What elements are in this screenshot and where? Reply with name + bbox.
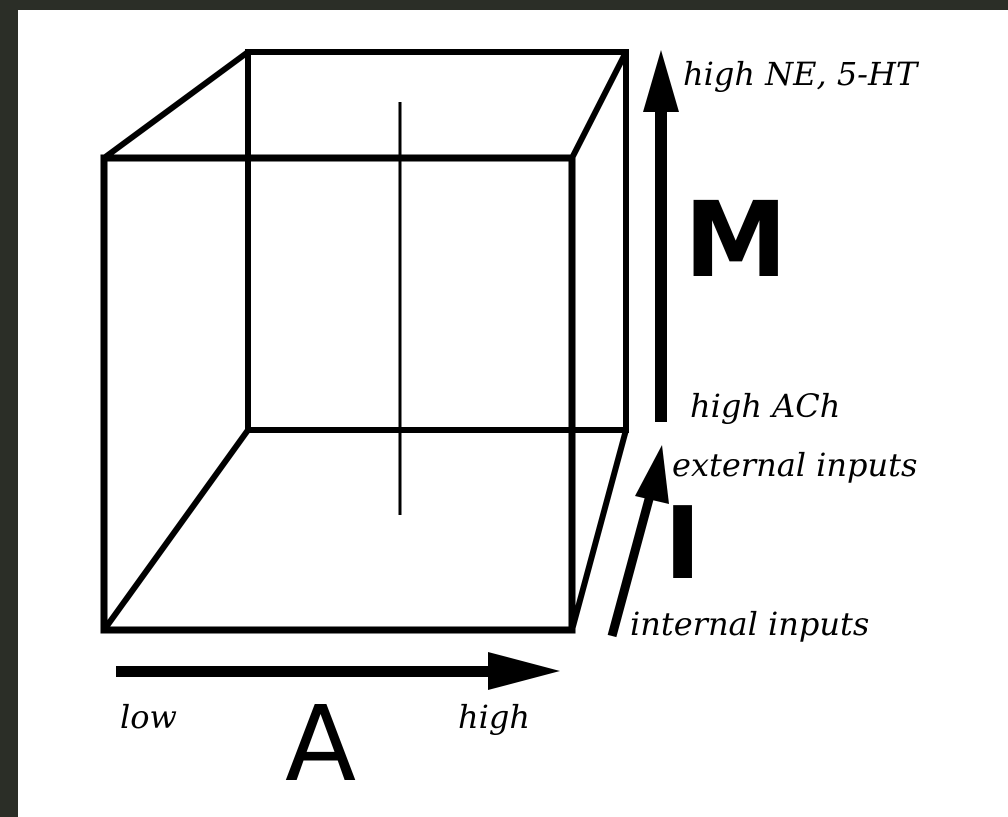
i-axis-label: I	[664, 485, 701, 602]
cube-edge-bottom-right	[569, 429, 629, 631]
m-axis-arrow	[643, 50, 679, 422]
i-axis-arrowhead	[635, 445, 669, 504]
cube-edge-bottom-left	[101, 428, 251, 632]
m-axis-arrowhead	[643, 50, 679, 112]
label-high-ne-5ht: high NE, 5-HT	[683, 55, 920, 93]
a-axis-arrow	[116, 652, 560, 690]
a-axis-arrowhead	[488, 652, 560, 690]
cube-edge-top-right	[569, 50, 629, 160]
label-high-a: high	[458, 698, 530, 736]
label-internal-inputs: internal inputs	[630, 605, 869, 643]
i-axis-shaft	[607, 486, 657, 638]
i-axis-arrow	[607, 445, 669, 638]
a-axis-label: A	[285, 683, 356, 805]
cube-edge-top-left	[102, 49, 250, 161]
cube-front-face	[100, 154, 576, 634]
m-axis-label: M	[684, 179, 788, 301]
cube-back-face	[245, 49, 629, 433]
a-axis-shaft	[116, 666, 500, 677]
label-external-inputs: external inputs	[672, 446, 917, 484]
state-space-cube	[100, 49, 629, 634]
label-low: low	[120, 698, 177, 736]
label-high-ach: high ACh	[690, 387, 840, 425]
m-axis-shaft	[655, 100, 667, 422]
